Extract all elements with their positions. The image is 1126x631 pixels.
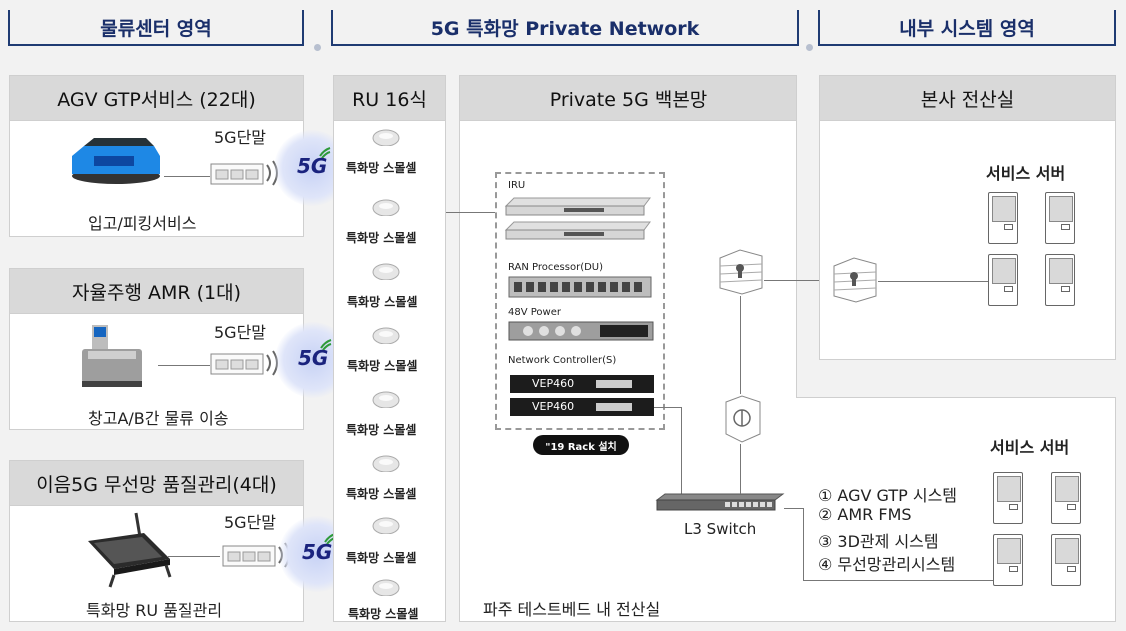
small-cell-icon [372,579,400,596]
small-cell-label: 특화망 스몰셀 [346,231,417,245]
small-cell-label: 특화망 스몰셀 [347,295,418,309]
small-cell-icon [372,517,400,534]
terminal-label: 5G단말 [224,513,277,532]
controller-label: Network Controller(S) [508,355,617,366]
server-icon [1045,254,1075,306]
terminal-label: 5G단말 [214,323,267,342]
separator-dot [314,44,321,51]
l3-switch-icon [655,493,785,511]
system-list-item: ② AMR FMS [818,505,912,524]
iru-unit-icon [504,197,651,240]
service-panel-agv: AGV GTP서비스 (22대) 5G단말 입고/피킹서비스 [9,75,304,237]
port-block [596,380,632,388]
server-icon [1045,192,1075,244]
server-icon [993,534,1023,586]
5g-badge-icon: 5G [302,540,333,564]
system-list-item: ③ 3D관제 시스템 [818,532,939,551]
header-logistics: 물류센터 영역 [8,10,304,46]
service-caption: 입고/피킹서비스 [88,214,197,233]
header-internal-system: 내부 시스템 영역 [818,10,1116,46]
server-icon [1051,534,1081,586]
du-label: RAN Processor(DU) [508,262,604,273]
connector-line [446,212,496,213]
connector-line [803,508,804,580]
backbone-title: Private 5G 백본망 [460,76,797,121]
5g-badge-icon: 5G [297,154,328,178]
5g-wave-icon [320,339,332,350]
power-label: 48V Power [508,307,561,318]
panel-divider [796,75,797,398]
small-cell-label: 특화망 스몰셀 [346,487,417,501]
ru-panel: RU 16식 [333,75,446,622]
service-caption: 특화망 RU 품질관리 [86,601,223,620]
agv-robot-icon [72,138,160,184]
firewall-icon [833,257,877,303]
small-cell-label: 특화망 스몰셀 [346,161,417,175]
router-icon [725,395,761,443]
connector-line [164,176,210,177]
rack-badge: "19 Rack 설치 [533,435,629,455]
server-icon [1051,472,1081,524]
port-block [596,403,632,411]
controller-unit-label: VEP460 [532,400,575,413]
server-icon [988,192,1018,244]
controller-unit-label: VEP460 [532,377,575,390]
panel-title: 자율주행 AMR (1대) [10,269,303,314]
small-cell-label: 특화망 스몰셀 [347,359,418,373]
system-servers-label: 서비스 서버 [990,438,1070,457]
connector-line [764,280,830,281]
controller-unit: VEP460 [510,398,654,416]
small-cell-icon [372,129,400,146]
separator-dot [806,44,813,51]
small-cell-icon [372,391,400,408]
panel-title: AGV GTP서비스 (22대) [10,76,303,121]
5g-terminal-icon [222,545,276,567]
5g-wave-icon [319,147,331,158]
connector-line [654,407,682,408]
iru-label: IRU [508,180,526,191]
location-label: 파주 테스트베드 내 전산실 [483,600,661,619]
header-private-network: 5G 특화망 Private Network [331,10,799,46]
small-cell-label: 특화망 스몰셀 [346,423,417,437]
hq-servers-label: 서비스 서버 [986,164,1066,183]
5g-terminal-icon [210,353,264,375]
small-cell-label: 특화망 스몰셀 [346,551,417,565]
controller-unit: VEP460 [510,375,654,393]
connector-line [784,508,803,509]
connector-line [878,281,988,282]
ru-title: RU 16식 [334,76,445,121]
service-panel-quality: 이음5G 무선망 품질관리(4대) 5G단말 특화망 RU 품질관리 [9,460,304,622]
power-unit-icon [508,321,654,341]
du-unit-icon [508,276,652,298]
hq-title: 본사 전산실 [820,76,1115,121]
connector-line [158,365,210,366]
firewall-icon [719,249,763,295]
system-list-item: ④ 무선망관리시스템 [818,555,956,574]
service-panel-amr: 자율주행 AMR (1대) 5G단말 창고A/B간 물류 이송 [9,268,304,430]
small-cell-icon [372,455,400,472]
connector-line [803,580,993,581]
terminal-label: 5G단말 [214,128,267,147]
connector-line [168,556,220,557]
5g-terminal-icon [210,163,264,185]
5g-badge-icon: 5G [298,346,329,370]
switch-label: L3 Switch [684,520,757,538]
service-caption: 창고A/B간 물류 이송 [88,409,229,428]
quality-device-icon [88,512,172,588]
connector-line [681,407,682,502]
panel-title: 이음5G 무선망 품질관리(4대) [10,461,303,506]
server-icon [988,254,1018,306]
connector-line [740,444,741,494]
small-cell-label: 특화망 스몰셀 [348,607,419,621]
system-list-item: ① AGV GTP 시스템 [818,486,958,505]
small-cell-icon [372,199,400,216]
server-icon [993,472,1023,524]
small-cell-icon [372,263,400,280]
small-cell-icon [372,327,400,344]
connector-line [740,296,741,394]
amr-robot-icon [82,325,142,387]
